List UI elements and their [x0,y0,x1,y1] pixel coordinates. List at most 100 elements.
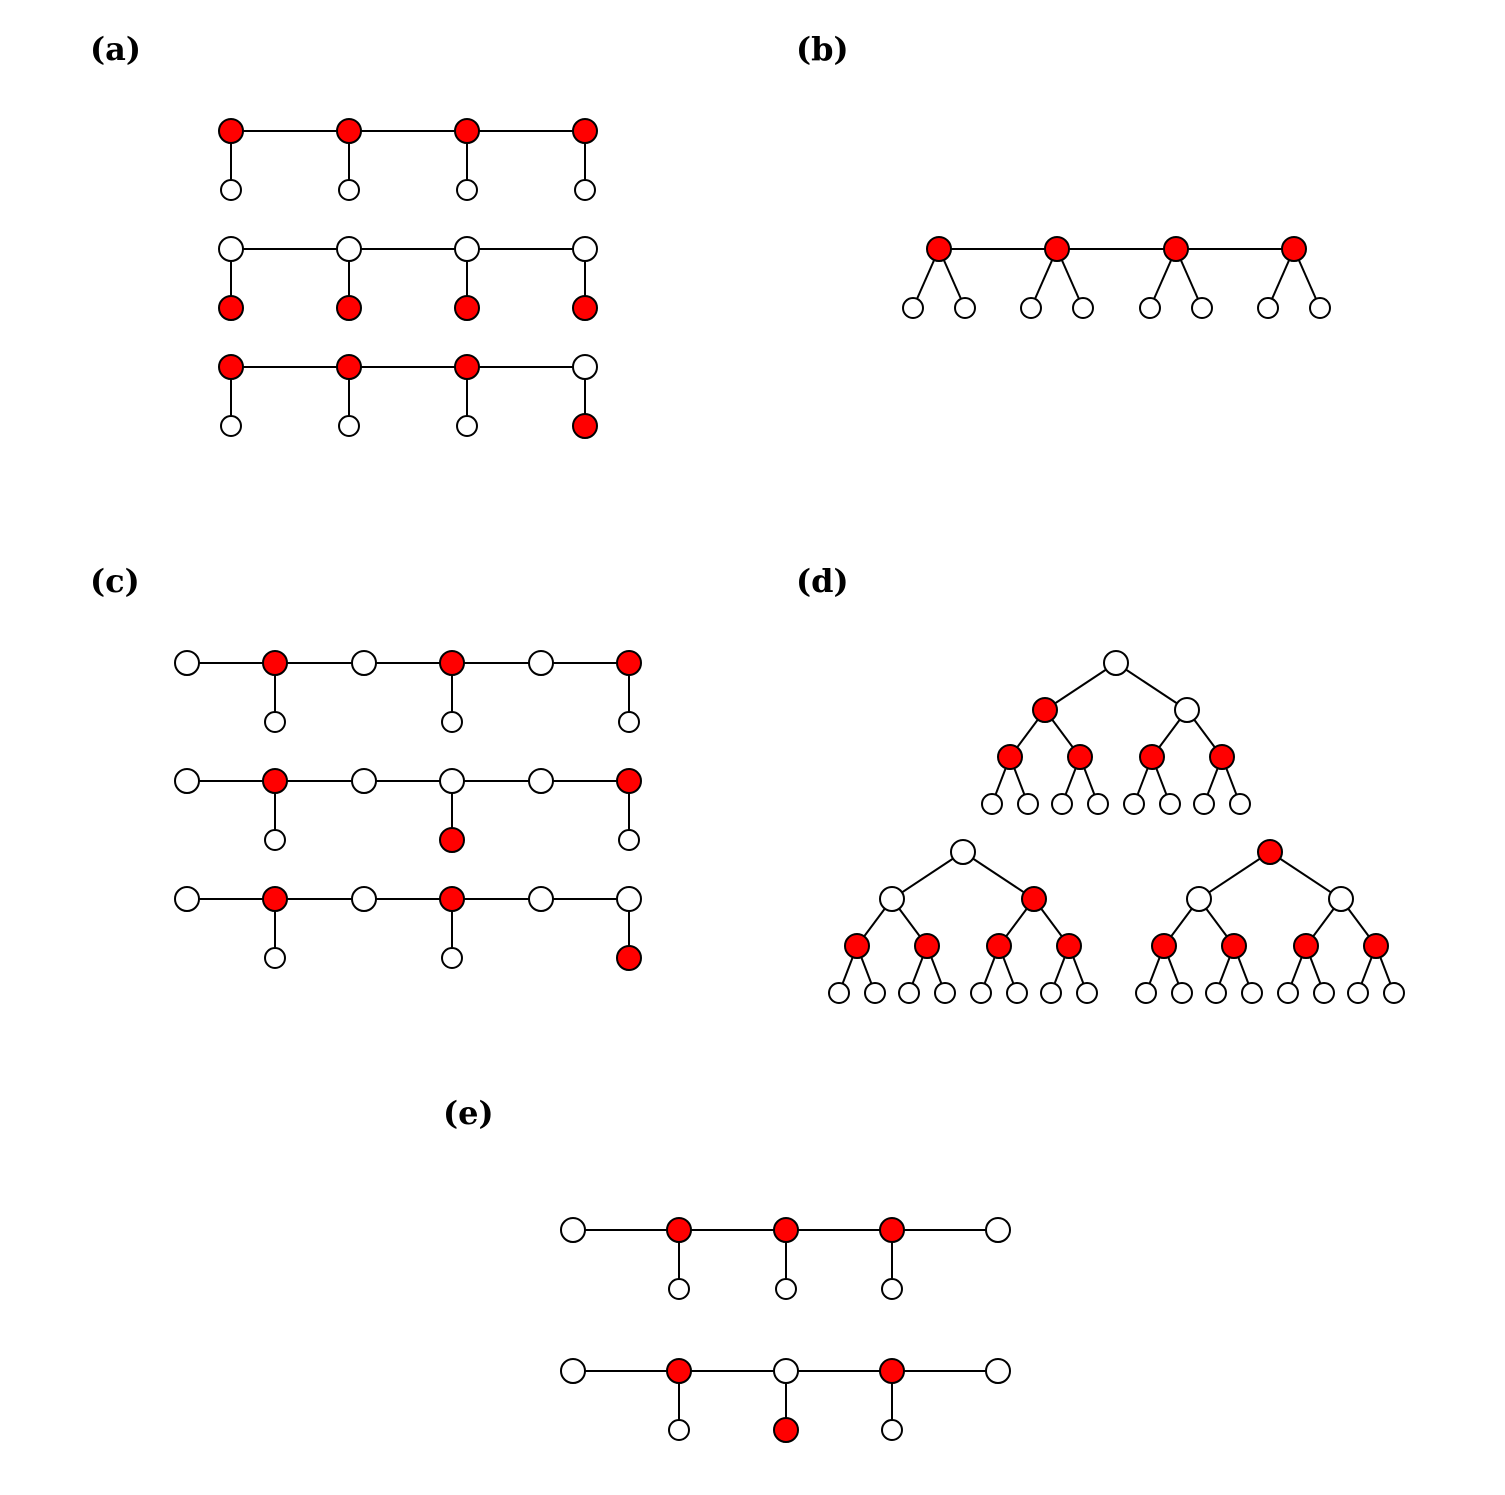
unmarked-leaf-node [1171,982,1193,1004]
marked-leaf-node [336,295,362,321]
marked-tree-node [1032,697,1058,723]
unmarked-leaf-node [1347,982,1369,1004]
unmarked-pendant-node [618,829,640,851]
marked-spine-node [218,118,244,144]
unmarked-spine-node [439,768,465,794]
unmarked-leaf-node [1072,297,1094,319]
unmarked-leaf-node [574,179,596,201]
marked-pendant-node [773,1417,799,1443]
marked-leaf-node [454,295,480,321]
unmarked-spine-node [572,354,598,380]
path-with-pendants-graph [174,768,642,853]
unmarked-leaf-node [1205,982,1227,1004]
unmarked-spine-node [616,886,642,912]
unmarked-leaf-node [1313,982,1335,1004]
marked-tree-node [1209,744,1235,770]
unmarked-leaf-node [902,297,924,319]
unmarked-leaf-node [1017,793,1039,815]
unmarked-leaf-node [864,982,886,1004]
comb-graph [218,354,598,439]
unmarked-leaf-node [828,982,850,1004]
unmarked-spine-node [351,768,377,794]
marked-spine-node [572,118,598,144]
marked-spine-node [1281,236,1307,262]
path-with-pendants-graph [560,1217,1011,1300]
marked-tree-node [1257,839,1283,865]
marked-pendant-node [616,945,642,971]
marked-spine-node [926,236,952,262]
unmarked-pendant-node [881,1278,903,1300]
tree-edge [891,851,964,900]
marked-tree-node [1056,933,1082,959]
path-with-pendants-graph [560,1358,1011,1443]
panel-a-graphs [218,118,598,439]
unmarked-leaf-node [954,297,976,319]
graphs-layer [174,118,1405,1443]
marked-tree-node [1363,933,1389,959]
marked-leaf-node [572,295,598,321]
unmarked-pendant-node [668,1419,690,1441]
marked-spine-node [454,118,480,144]
unmarked-spine-node [528,650,554,676]
marked-spine-node [879,1217,905,1243]
unmarked-leaf-node [338,179,360,201]
unmarked-spine-node [528,768,554,794]
panel-c-graphs [174,650,642,971]
unmarked-leaf-node [1135,982,1157,1004]
comb-graph [218,236,598,321]
tree-edge [962,851,1035,900]
unmarked-leaf-node [1087,793,1109,815]
unmarked-leaf-node [220,179,242,201]
unmarked-pendant-node [264,829,286,851]
binary-tree-graph [1135,839,1405,1004]
unmarked-leaf-node [1159,793,1181,815]
unmarked-leaf-node [1309,297,1331,319]
unmarked-leaf-node [1139,297,1161,319]
marked-pendant-node [439,827,465,853]
panel-label-b: (b) [796,30,849,68]
unmarked-spine-node [454,236,480,262]
unmarked-tree-node [1103,650,1129,676]
marked-leaf-node [572,413,598,439]
unmarked-leaf-node [1257,297,1279,319]
panel-label-d: (d) [796,562,849,600]
unmarked-spine-node [174,768,200,794]
unmarked-leaf-node [1040,982,1062,1004]
unmarked-pendant-node [881,1419,903,1441]
panel-label-a: (a) [90,30,141,68]
binary-tree-graph [981,650,1251,815]
marked-spine-node [439,650,465,676]
marked-spine-node [773,1217,799,1243]
unmarked-pendant-node [264,711,286,733]
panel-label-e: (e) [443,1094,494,1132]
tree-edge [1115,662,1188,711]
panel-e-graphs [560,1217,1011,1443]
unmarked-pendant-node [775,1278,797,1300]
comb-graph [218,118,598,201]
unmarked-leaf-node [1229,793,1251,815]
marked-tree-node [844,933,870,959]
unmarked-pendant-node [264,947,286,969]
unmarked-leaf-node [1051,793,1073,815]
marked-tree-node [986,933,1012,959]
marked-tree-node [1021,886,1047,912]
tree-edge [1044,662,1117,711]
marked-tree-node [914,933,940,959]
marked-spine-node [262,886,288,912]
unmarked-pendant-node [441,711,463,733]
unmarked-spine-node [218,236,244,262]
unmarked-leaf-node [981,793,1003,815]
unmarked-spine-node [985,1358,1011,1384]
unmarked-tree-node [1186,886,1212,912]
marked-spine-node [666,1358,692,1384]
unmarked-spine-node [773,1358,799,1384]
unmarked-leaf-node [1241,982,1263,1004]
unmarked-tree-node [879,886,905,912]
marked-tree-node [997,744,1023,770]
unmarked-leaf-node [456,179,478,201]
marked-spine-node [218,354,244,380]
unmarked-spine-node [336,236,362,262]
marked-spine-node [616,650,642,676]
unmarked-tree-node [950,839,976,865]
